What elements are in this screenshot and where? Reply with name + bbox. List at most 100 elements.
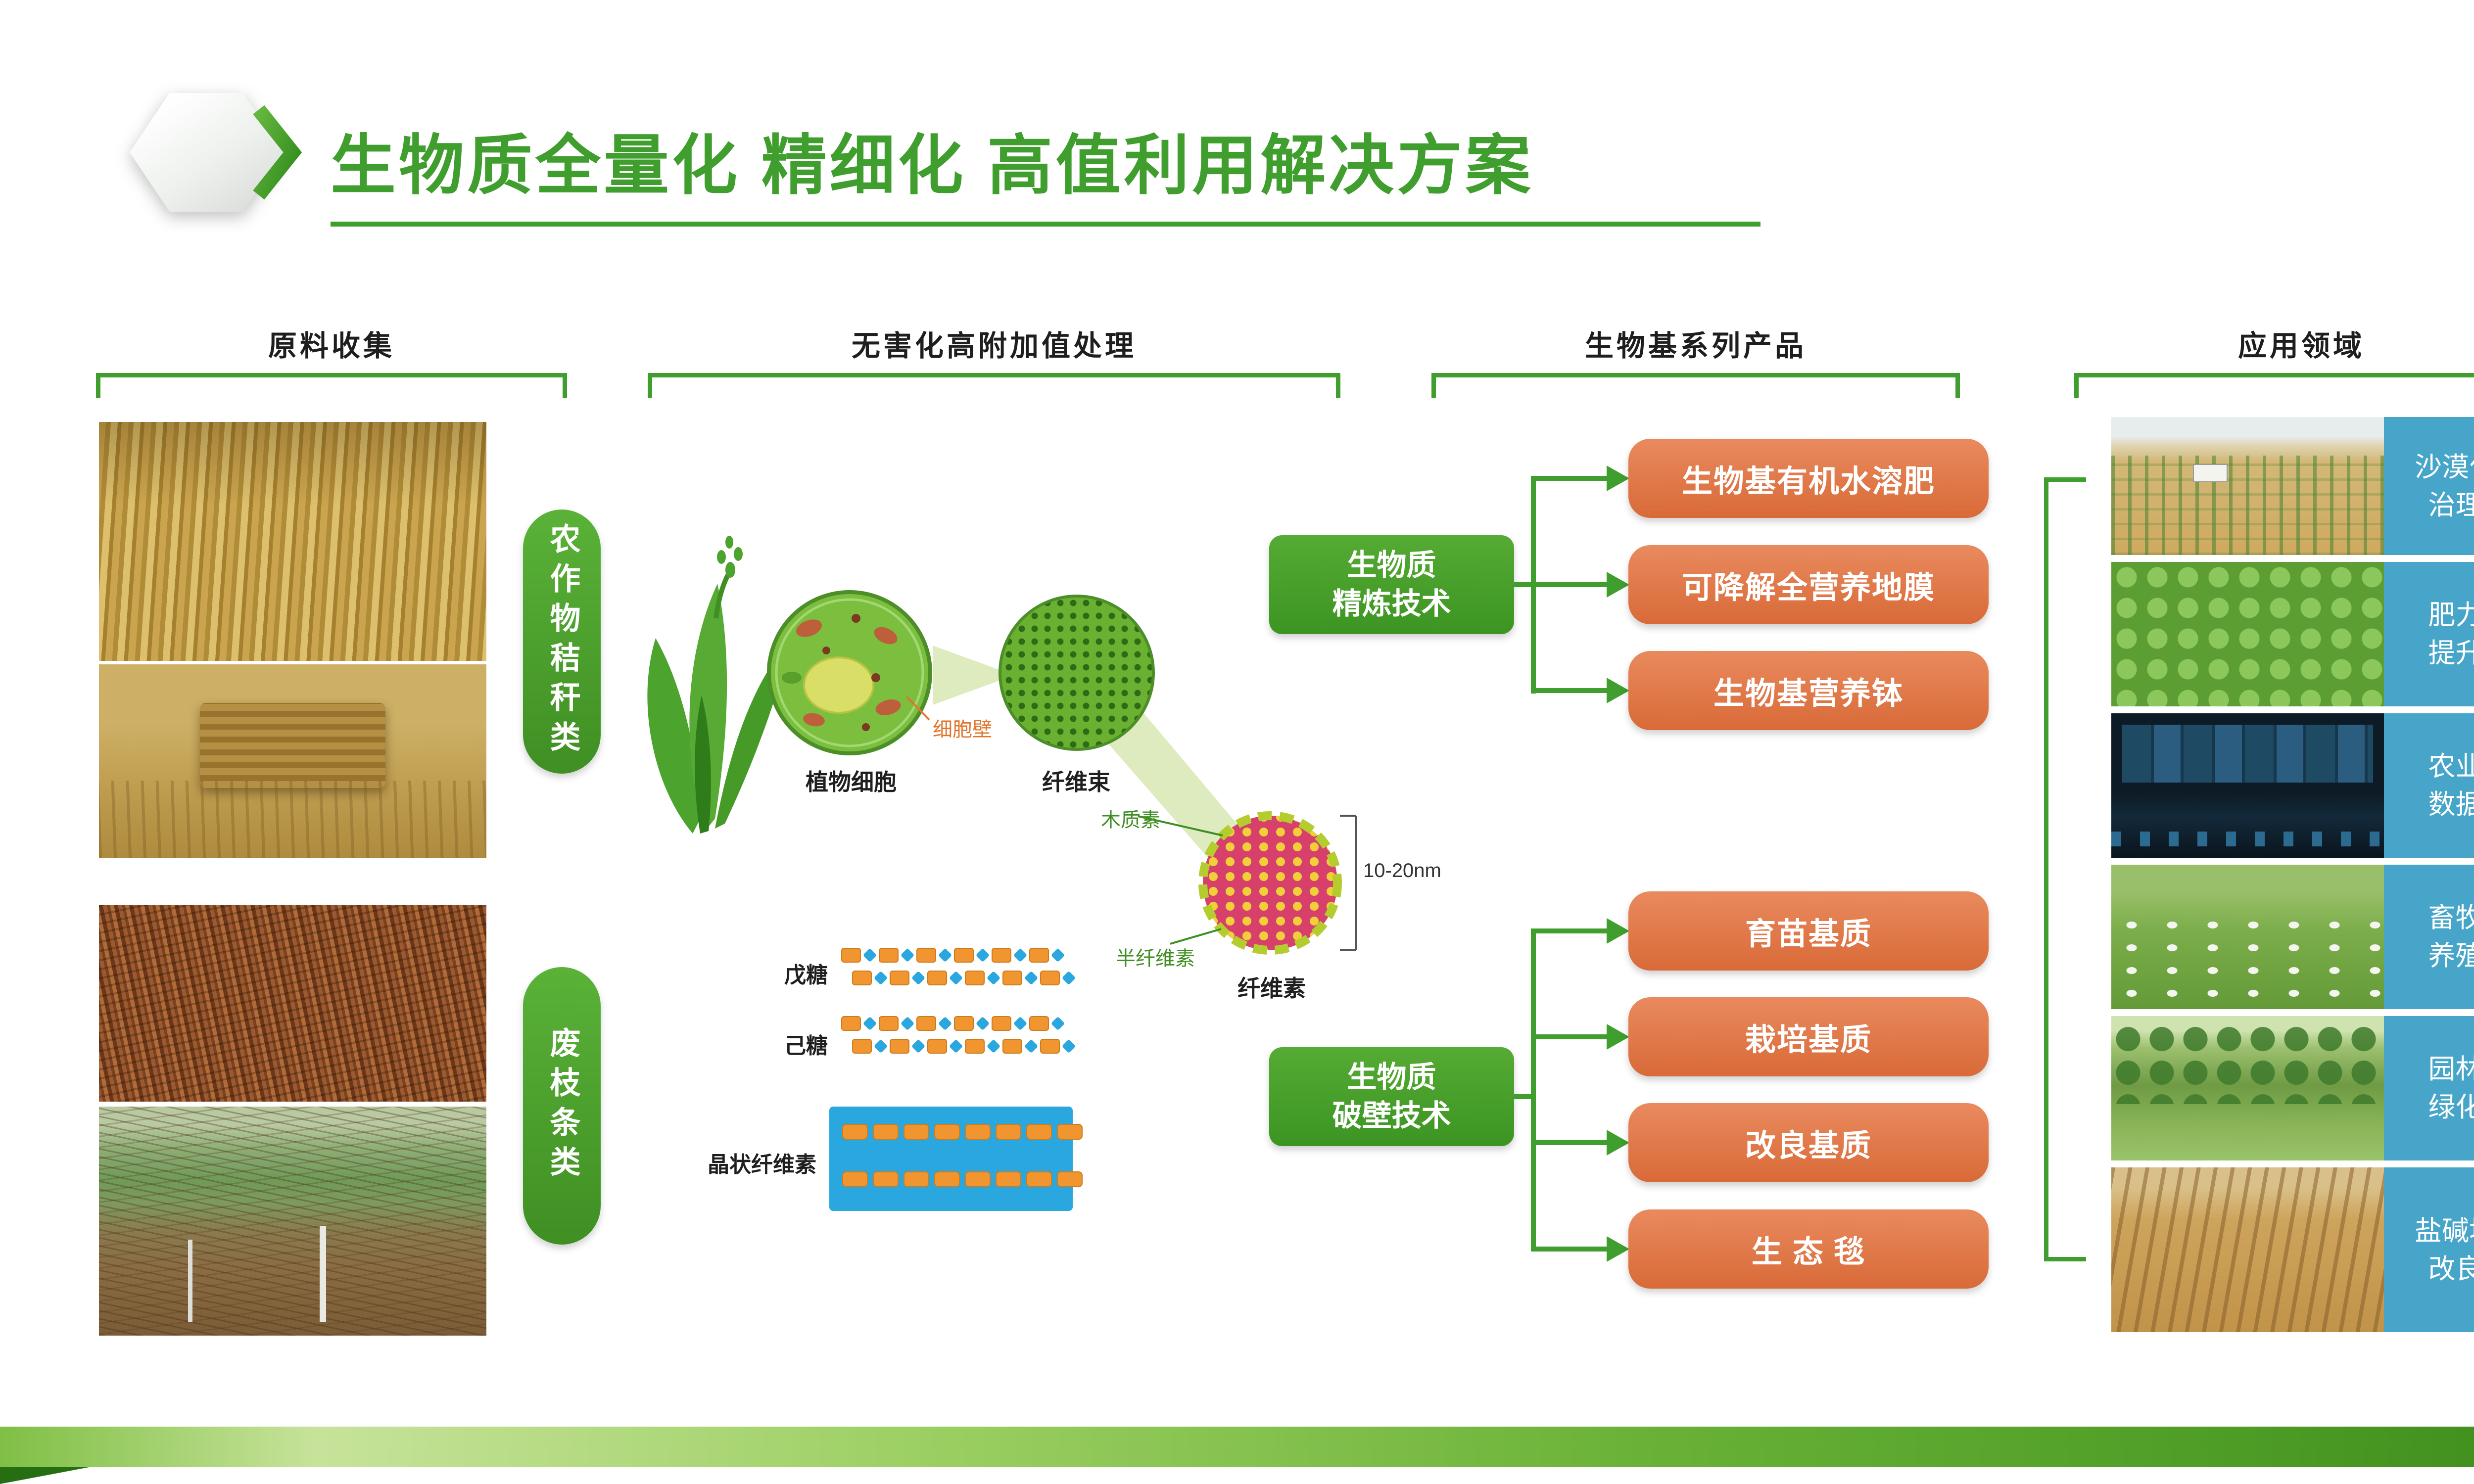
label-hexose: 己糖 <box>784 1034 828 1058</box>
screen-wall-texture <box>2122 725 2373 783</box>
connector-tech2-trunk <box>1514 1094 1536 1099</box>
hexose-chain-row <box>841 1016 1065 1031</box>
fiber-bundle-illustration <box>999 595 1155 751</box>
application-row: 园林 绿化 <box>2111 1016 2474 1160</box>
connector-trunk-2 <box>1531 928 1536 1252</box>
bracket-line <box>648 373 1340 398</box>
product-box-improved-substrate: 改良基质 <box>1628 1103 1989 1182</box>
processing-diagram <box>647 536 1357 955</box>
dimension-bracket <box>1340 815 1357 951</box>
pentose-chain-row <box>852 971 1076 985</box>
app-label-fertility: 肥力 提升 <box>2384 562 2474 706</box>
connector-branch <box>1536 1140 1608 1145</box>
section-header-processing: 无害化高附加值处理 <box>648 323 1340 398</box>
product-box-degradable-mulch-film: 可降解全营养地膜 <box>1628 545 1989 624</box>
planting-rows-texture <box>2111 456 2384 555</box>
category-label: 农作物秸秆类 <box>545 523 579 760</box>
sign-shape <box>2193 464 2228 483</box>
bracket-line <box>1431 373 1960 398</box>
hexose-chain-row <box>852 1039 1076 1054</box>
bracket-line <box>2074 373 2474 398</box>
section-title: 无害化高附加值处理 <box>851 330 1137 362</box>
section-title: 应用领域 <box>2237 330 2365 362</box>
app-photo-agri-data <box>2111 713 2384 858</box>
label-pentose: 戊糖 <box>784 963 828 987</box>
category-crop-straw: 农作物秸秆类 <box>523 510 601 774</box>
bracket-tick-top <box>2044 477 2086 482</box>
trellis-post-shape <box>188 1239 193 1322</box>
product-box-nutrition-pot: 生物基营养钵 <box>1628 651 1989 730</box>
application-row: 农业 数据 <box>2111 713 2474 858</box>
app-photo-desertification <box>2111 417 2384 555</box>
trellis-post-shape <box>320 1225 326 1322</box>
arrow-right-icon <box>1607 918 1629 944</box>
product-box-water-soluble-fertilizer: 生物基有机水溶肥 <box>1628 439 1989 518</box>
category-waste-branches: 废枝条类 <box>523 967 601 1245</box>
application-row: 畜牧 养殖 <box>2111 865 2474 1009</box>
fiber-cross-section-illustration <box>1198 811 1342 955</box>
desk-lights-texture <box>2111 832 2384 846</box>
chevron-right-icon <box>253 105 302 200</box>
section-header-applications: 应用领域 <box>2074 323 2474 398</box>
product-box-eco-blanket: 生 态 毯 <box>1628 1209 1989 1289</box>
label-cell-wall: 细胞壁 <box>933 719 992 741</box>
connector-branch <box>1536 688 1608 693</box>
arrow-right-icon <box>1607 1236 1629 1262</box>
app-label-saline-soil: 盐碱地 改良 <box>2384 1167 2474 1332</box>
sheep-flock-texture <box>2111 914 2384 1001</box>
products-to-applications-bracket <box>2044 477 2048 1261</box>
tech-box-wall-breaking: 生物质 破壁技术 <box>1269 1047 1514 1146</box>
label-hemicellulose: 半纤维素 <box>1116 948 1195 970</box>
crystalline-cellulose-box <box>829 1107 1073 1211</box>
connector-trunk-1 <box>1531 476 1536 694</box>
label-scale-10-20nm: 10-20nm <box>1363 860 1441 881</box>
label-cellulose: 纤维素 <box>1237 975 1306 1001</box>
photo-waste-branches <box>99 905 486 1102</box>
app-label-agri-data: 农业 数据 <box>2384 713 2474 858</box>
product-box-seedling-substrate: 育苗基质 <box>1628 891 1989 971</box>
arrow-right-icon <box>1607 572 1629 598</box>
arrow-right-icon <box>1607 1024 1629 1050</box>
section-title: 生物基系列产品 <box>1584 330 1807 362</box>
bottom-ribbon <box>0 1427 2474 1467</box>
connector-branch <box>1536 1034 1608 1039</box>
connector-branch <box>1536 1247 1608 1252</box>
photo-orchard-pruning <box>99 1107 486 1336</box>
label-lignin: 木质素 <box>1101 809 1160 831</box>
straw-bale-shape <box>199 703 386 788</box>
label-fiber-bundle: 纤维束 <box>1042 769 1110 795</box>
tech-box-refining: 生物质 精炼技术 <box>1269 535 1514 634</box>
section-header-raw-materials: 原料收集 <box>96 323 567 398</box>
app-photo-livestock <box>2111 865 2384 1009</box>
plant-cell-illustration <box>767 590 932 755</box>
application-row: 肥力 提升 <box>2111 562 2474 706</box>
application-row: 沙漠化 治理 <box>2111 417 2474 555</box>
trees-texture <box>2111 1024 2384 1105</box>
app-photo-fertility <box>2111 562 2384 706</box>
label-crystalline-cellulose: 晶状纤维素 <box>708 1153 816 1177</box>
bracket-tick-bottom <box>2044 1257 2086 1261</box>
arrow-right-icon <box>1607 678 1629 703</box>
arrow-right-icon <box>1607 465 1629 491</box>
arrow-right-icon <box>1607 1130 1629 1156</box>
app-photo-landscaping <box>2111 1016 2384 1160</box>
app-label-livestock: 畜牧 养殖 <box>2384 865 2474 1009</box>
category-label: 废枝条类 <box>545 1026 579 1185</box>
photo-straw-bales <box>99 664 486 858</box>
app-label-landscaping: 园林 绿化 <box>2384 1016 2474 1160</box>
connector-branch <box>1536 476 1608 481</box>
connector-tech1-trunk <box>1514 582 1536 587</box>
ribbon-fold-left <box>0 1467 89 1484</box>
connector-branch <box>1536 582 1608 587</box>
connector-branch <box>1536 928 1608 933</box>
cellulose-chain-row <box>842 1124 1083 1140</box>
product-box-cultivation-substrate: 栽培基质 <box>1628 997 1989 1076</box>
app-photo-saline-soil <box>2111 1167 2384 1332</box>
pentose-chain-row <box>841 948 1065 963</box>
application-row: 盐碱地 改良 <box>2111 1167 2474 1332</box>
app-label-desertification: 沙漠化 治理 <box>2384 417 2474 555</box>
section-header-products: 生物基系列产品 <box>1431 323 1960 398</box>
bracket-line <box>96 373 567 398</box>
photo-corn-stalks <box>99 422 486 661</box>
